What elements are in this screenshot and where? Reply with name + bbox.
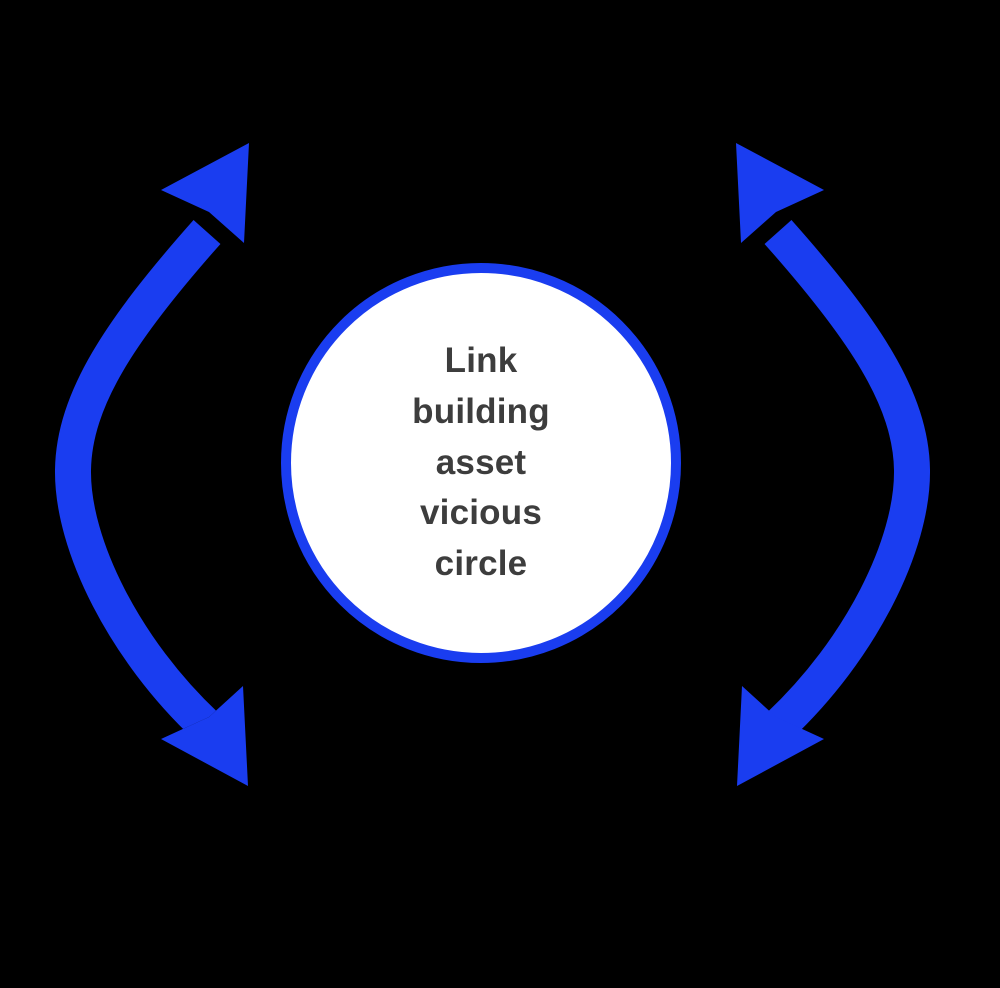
right-arrowhead-top — [736, 143, 824, 243]
left-arc-shaft — [54, 220, 221, 740]
left-cycle-arrow — [54, 143, 249, 786]
center-node: Link building asset vicious circle — [281, 263, 681, 663]
right-cycle-arrow — [736, 143, 931, 786]
right-arc-shaft — [764, 220, 931, 740]
right-arrowhead-bottom — [737, 686, 824, 786]
center-node-label: Link building asset vicious circle — [412, 341, 550, 584]
